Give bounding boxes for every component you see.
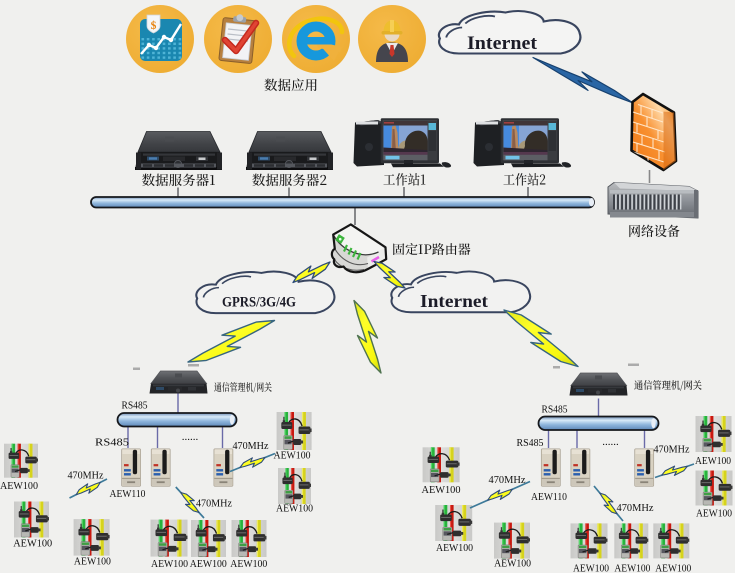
- svg-text:AEW110: AEW110: [110, 488, 146, 500]
- svg-text:Internet: Internet: [467, 33, 538, 54]
- svg-text:AEW100: AEW100: [276, 504, 313, 515]
- svg-text:AEW100: AEW100: [436, 543, 473, 554]
- svg-text:470MHz: 470MHz: [233, 441, 270, 452]
- svg-text:AEW100: AEW100: [74, 557, 111, 568]
- svg-text:工作站1: 工作站1: [383, 169, 426, 189]
- svg-text:AEW100: AEW100: [573, 564, 609, 573]
- svg-text:AEW110: AEW110: [531, 491, 567, 503]
- svg-text:Internet: Internet: [420, 291, 488, 311]
- svg-text:数据应用: 数据应用: [264, 74, 318, 94]
- svg-text:数据服务器2: 数据服务器2: [252, 169, 327, 189]
- svg-text:通信管理机/网关: 通信管理机/网关: [214, 380, 272, 395]
- svg-text:AEW100: AEW100: [614, 564, 650, 573]
- svg-text:AEW100: AEW100: [422, 485, 461, 496]
- svg-text:通信管理机/网关: 通信管理机/网关: [634, 378, 702, 393]
- svg-text:网络设备: 网络设备: [628, 220, 680, 240]
- svg-text:......: ......: [182, 431, 199, 443]
- svg-text:AEW100: AEW100: [655, 564, 691, 573]
- svg-text:数据服务器1: 数据服务器1: [142, 169, 216, 189]
- svg-text:RS485: RS485: [542, 405, 568, 416]
- svg-text:AEW100: AEW100: [494, 559, 531, 570]
- svg-text:RS485: RS485: [122, 401, 148, 412]
- svg-text:470MHz: 470MHz: [68, 471, 105, 482]
- svg-text:AEW100: AEW100: [695, 456, 731, 467]
- svg-text:AEW100: AEW100: [13, 539, 52, 550]
- svg-text:AEW100: AEW100: [274, 451, 311, 462]
- svg-text:AEW100: AEW100: [0, 481, 38, 492]
- svg-text:AEW100: AEW100: [696, 509, 732, 520]
- svg-text:AEW100: AEW100: [190, 559, 227, 570]
- svg-text:470MHz: 470MHz: [489, 475, 526, 486]
- svg-text:......: ......: [602, 436, 619, 448]
- svg-text:470MHz: 470MHz: [196, 499, 233, 510]
- svg-text:AEW100: AEW100: [151, 559, 188, 570]
- svg-text:GPRS/3G/4G: GPRS/3G/4G: [222, 295, 296, 311]
- svg-text:RS485: RS485: [517, 437, 544, 449]
- svg-text:$: $: [151, 19, 157, 32]
- svg-text:固定IP路由器: 固定IP路由器: [392, 239, 471, 258]
- svg-text:470MHz: 470MHz: [617, 503, 654, 514]
- svg-text:AEW100: AEW100: [230, 559, 267, 570]
- svg-text:RS485: RS485: [95, 437, 130, 449]
- svg-text:470MHz: 470MHz: [654, 445, 690, 456]
- svg-text:工作站2: 工作站2: [503, 169, 546, 189]
